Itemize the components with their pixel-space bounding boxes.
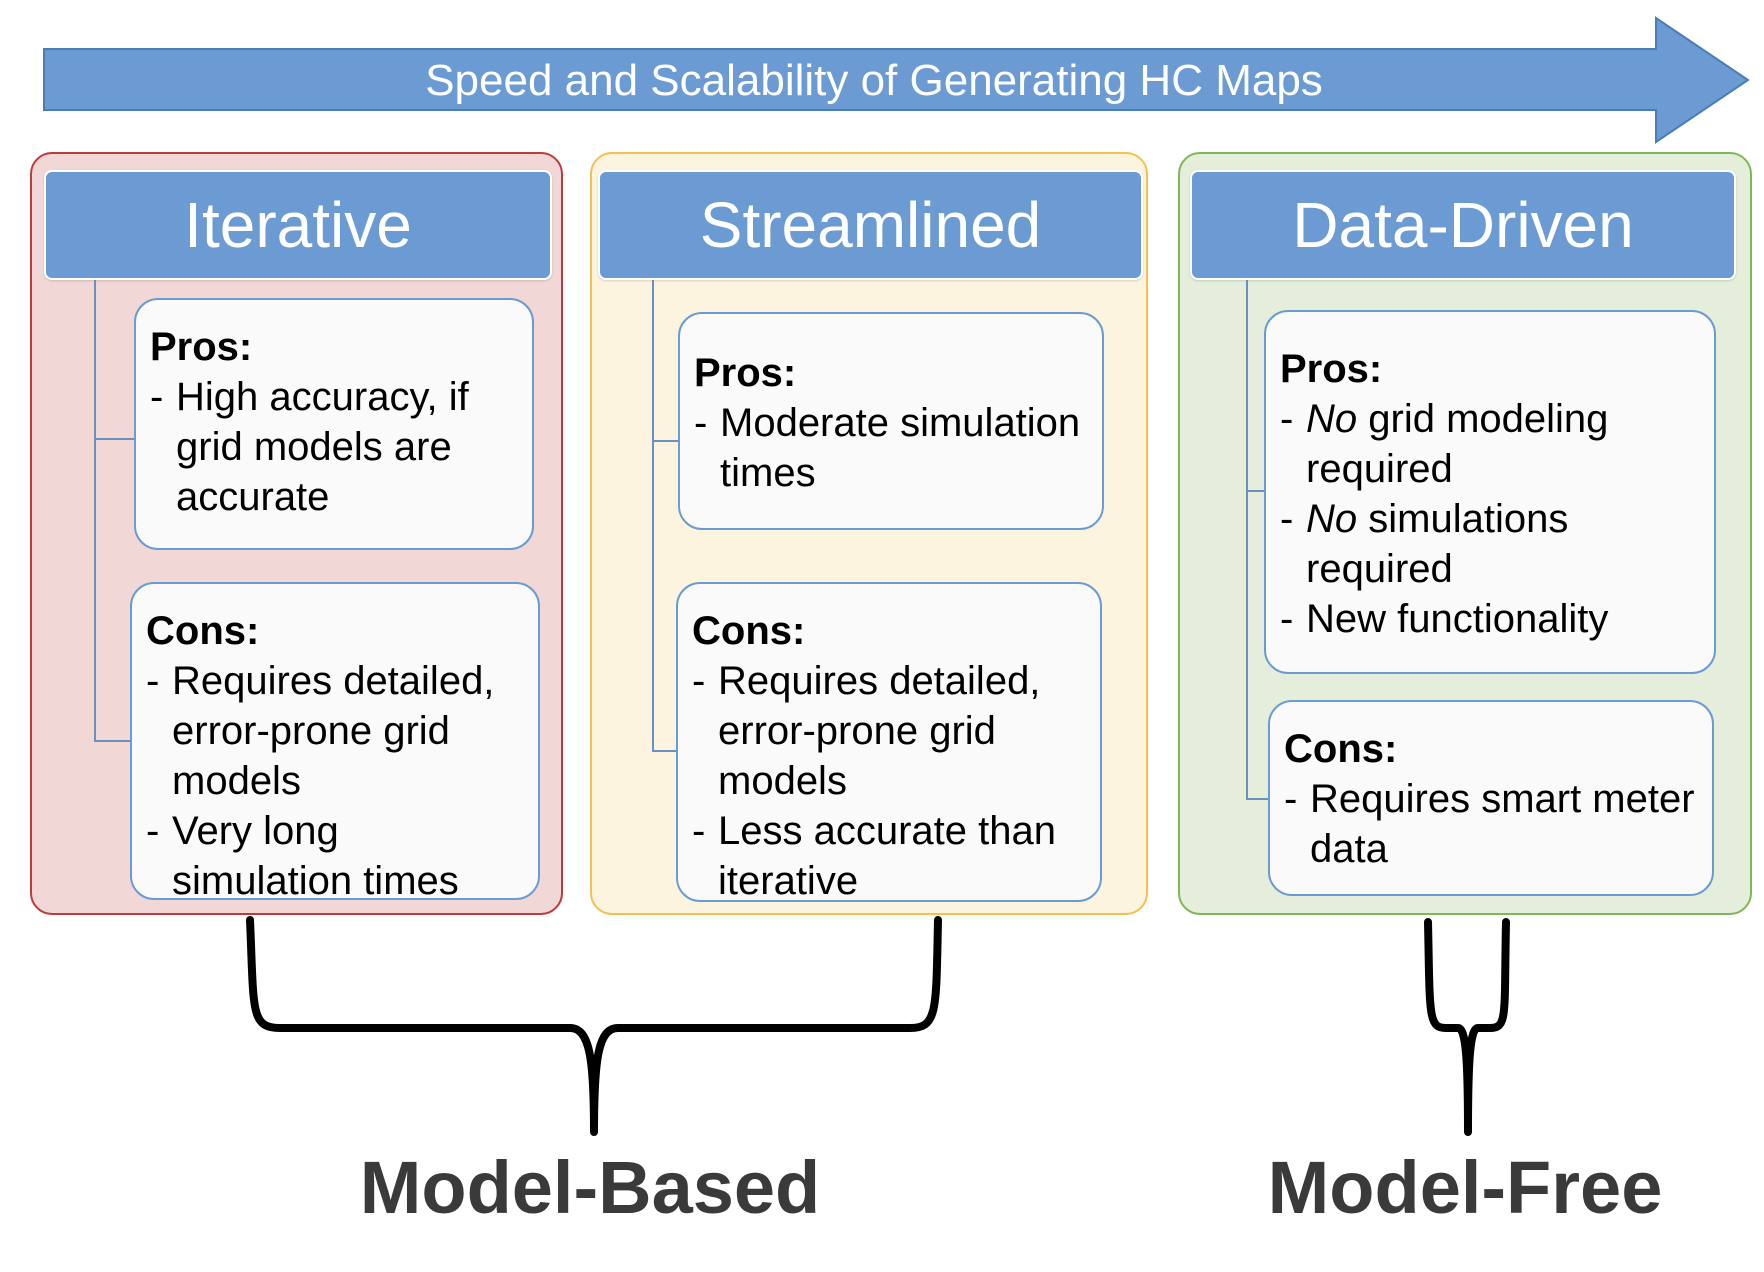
cons-item-text: Requires detailed, error-prone grid mode… (172, 659, 495, 803)
cons-item: - Less accurate than iterative (692, 806, 1088, 906)
header-data-driven: Data-Driven (1190, 170, 1736, 280)
pros-item-text: Moderate simulation times (720, 401, 1081, 495)
connector-data-driven-pros (1246, 490, 1266, 492)
bullet-dash: - (694, 401, 708, 445)
cons-item-text: Requires smart meter data (1310, 777, 1695, 871)
emphasis-no: No (1306, 397, 1358, 441)
cons-card-streamlined: Cons: - Requires detailed, error-prone g… (676, 582, 1102, 903)
pros-item-text: New functionality (1306, 597, 1609, 641)
pros-label: Pros: (694, 351, 797, 395)
cons-item-text: Requires detailed, error-prone grid mode… (718, 659, 1041, 803)
arrow-shape (43, 16, 1750, 144)
cons-item: - Requires detailed, error-prone grid mo… (692, 656, 1088, 806)
bullet-dash: - (1280, 597, 1294, 641)
bullet-dash: - (146, 809, 160, 853)
header-iterative: Iterative (44, 170, 552, 280)
pros-item-text: High accuracy, if grid models are accura… (176, 375, 469, 519)
pros-item: - High accuracy, if grid models are accu… (150, 372, 520, 522)
pros-label: Pros: (150, 325, 253, 369)
cons-item: - Requires smart meter data (1284, 774, 1700, 874)
speed-arrow (43, 16, 1750, 144)
connector-iterative-cons (94, 740, 130, 742)
pros-label: Pros: (1280, 347, 1383, 391)
bullet-dash: - (1280, 497, 1294, 541)
bullet-dash: - (1280, 397, 1294, 441)
cons-item: - Requires detailed, error-prone grid mo… (146, 656, 526, 806)
pros-item: - No simulations required (1280, 494, 1702, 594)
connector-iterative-vertical (94, 280, 96, 740)
connector-data-driven-cons (1246, 798, 1270, 800)
connector-iterative-pros (94, 438, 134, 440)
connector-streamlined-vertical (652, 280, 654, 750)
model-free-brace (1424, 918, 1510, 1136)
bullet-dash: - (146, 659, 160, 703)
pros-item: - New functionality (1280, 594, 1702, 644)
cons-card-data-driven: Cons: - Requires smart meter data (1268, 700, 1714, 896)
cons-item-text: Very long simulation times (172, 809, 459, 903)
pros-item-text: No grid modeling required (1306, 394, 1702, 494)
cons-label: Cons: (1284, 727, 1398, 771)
pros-item-rest: simulations required (1306, 497, 1569, 591)
pros-item-text: No simulations required (1306, 494, 1702, 594)
cons-label: Cons: (692, 609, 806, 653)
cons-card-iterative: Cons: - Requires detailed, error-prone g… (130, 582, 540, 903)
pros-item-rest: grid modeling required (1306, 397, 1609, 491)
pros-card-data-driven: Pros: - No grid modeling required - No s… (1264, 310, 1716, 674)
model-free-label: Model-Free (1267, 1146, 1663, 1229)
pros-card-streamlined: Pros: - Moderate simulation times (678, 312, 1104, 530)
arrow-label: Speed and Scalability of Generating HC M… (425, 56, 1323, 105)
bullet-dash: - (1284, 777, 1298, 821)
connector-data-driven-vertical (1246, 280, 1248, 800)
header-streamlined: Streamlined (598, 170, 1143, 280)
bullet-dash: - (692, 809, 706, 853)
pros-item: - Moderate simulation times (694, 398, 1090, 498)
cons-item: - Very long simulation times (146, 806, 526, 906)
cons-item-text: Less accurate than iterative (718, 809, 1056, 903)
cons-label: Cons: (146, 609, 260, 653)
pros-item: - No grid modeling required (1280, 394, 1702, 494)
emphasis-no: No (1306, 497, 1358, 541)
model-based-brace (246, 916, 942, 1136)
connector-streamlined-pros (652, 440, 678, 442)
bullet-dash: - (150, 375, 164, 419)
pros-card-iterative: Pros: - High accuracy, if grid models ar… (134, 298, 534, 550)
bullet-dash: - (692, 659, 706, 703)
model-based-label: Model-Based (359, 1146, 821, 1229)
connector-streamlined-cons (652, 750, 676, 752)
